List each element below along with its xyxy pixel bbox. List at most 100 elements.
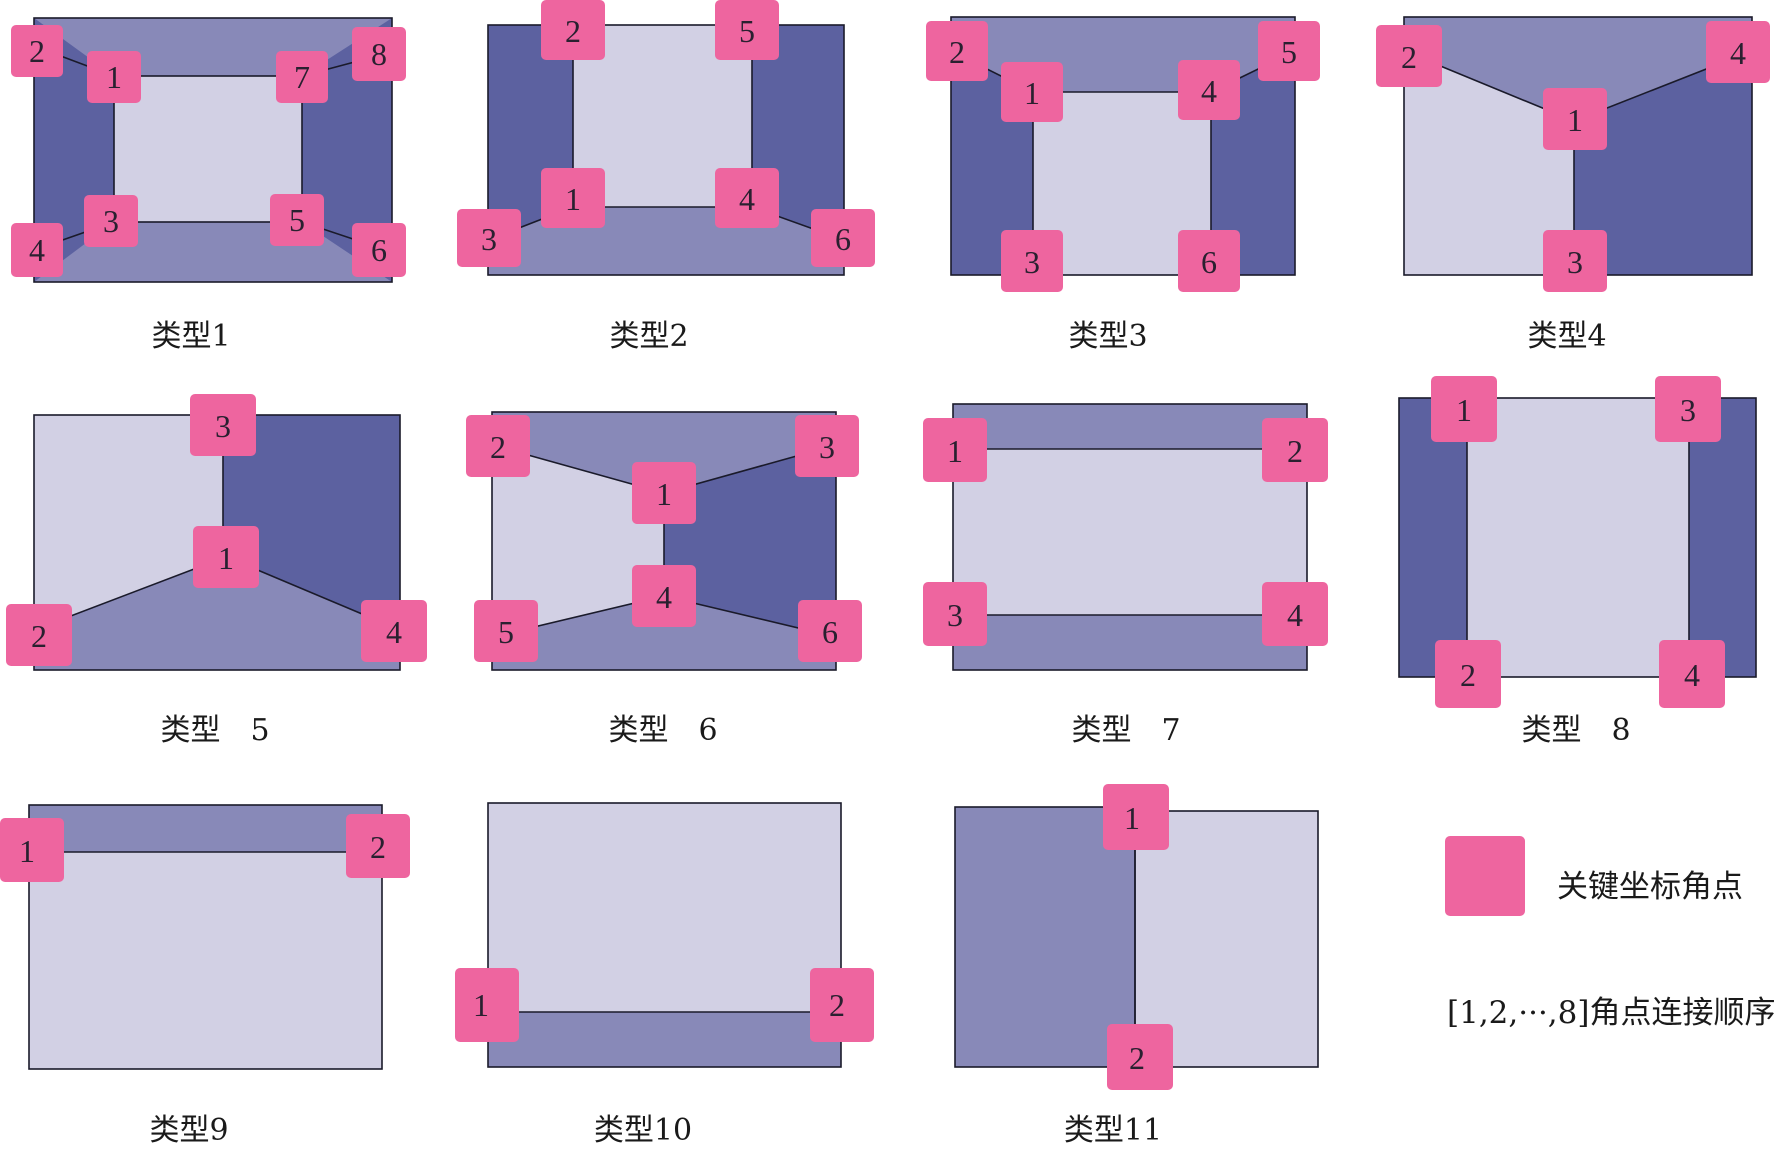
svg-text:6: 6 <box>822 614 838 650</box>
corner-marker: 1 <box>541 168 605 228</box>
svg-text:5: 5 <box>1281 34 1297 70</box>
diagram-caption: 类型 6 <box>608 713 717 748</box>
svg-text:2: 2 <box>1287 433 1303 469</box>
corner-marker: 1 <box>87 51 141 103</box>
svg-text:2: 2 <box>370 829 386 865</box>
svg-text:3: 3 <box>1567 244 1583 280</box>
corner-marker: 2 <box>1376 25 1442 87</box>
svg-text:3: 3 <box>481 221 497 257</box>
svg-text:1: 1 <box>218 540 234 576</box>
corner-marker: 3 <box>1001 230 1063 292</box>
svg-text:5: 5 <box>739 13 755 49</box>
svg-text:3: 3 <box>947 597 963 633</box>
corner-marker: 4 <box>1262 582 1328 646</box>
corner-marker: 4 <box>715 168 779 228</box>
diagram-type-3: 2 5 1 4 3 6 类型3 <box>926 16 1320 354</box>
corner-marker: 3 <box>457 209 521 267</box>
corner-marker: 2 <box>926 21 988 81</box>
diagram-caption: 类型 8 <box>1521 713 1630 748</box>
corner-marker: 4 <box>1706 21 1770 83</box>
corner-marker: 3 <box>1543 230 1607 292</box>
diagram-type-10: 1 2 类型10 <box>455 802 874 1148</box>
svg-text:2: 2 <box>1129 1040 1145 1076</box>
corner-marker: 6 <box>798 600 862 662</box>
svg-text:1: 1 <box>1456 392 1472 428</box>
diagram-caption: 类型4 <box>1527 319 1606 354</box>
corner-marker: 1 <box>632 462 696 524</box>
svg-text:5: 5 <box>289 202 305 238</box>
corner-marker: 1 <box>923 418 987 482</box>
diagram-type-7: 1 2 3 4 类型 7 <box>923 403 1328 748</box>
diagram-caption: 类型3 <box>1068 319 1147 354</box>
corner-marker: 8 <box>352 27 406 81</box>
svg-text:4: 4 <box>656 579 672 615</box>
corner-marker: 2 <box>346 814 410 878</box>
svg-text:3: 3 <box>819 429 835 465</box>
svg-text:3: 3 <box>215 408 231 444</box>
svg-text:1: 1 <box>1124 800 1140 836</box>
corner-marker: 2 <box>6 604 72 666</box>
svg-text:1: 1 <box>19 833 35 869</box>
corner-marker: 5 <box>270 194 324 246</box>
diagram-type-9: 1 2 类型9 <box>0 804 410 1148</box>
legend-order-label: [1,2,···,8]角点连接顺序 <box>1447 995 1775 1031</box>
corner-marker: 1 <box>1001 62 1063 122</box>
corner-marker: 3 <box>1655 376 1721 442</box>
corner-marker: 4 <box>632 565 696 627</box>
corner-marker: 5 <box>715 0 779 60</box>
legend-marker-swatch <box>1445 836 1525 916</box>
diagram-type-8: 1 3 2 4 类型 8 <box>1398 376 1757 748</box>
diagram-caption: 类型 5 <box>160 713 269 748</box>
corner-marker: 2 <box>11 25 63 77</box>
diagram-type-1: 2 1 7 8 4 3 5 6 类型1 <box>11 17 406 354</box>
corner-marker: 2 <box>810 968 874 1042</box>
corner-marker: 4 <box>361 600 427 662</box>
svg-text:6: 6 <box>371 232 387 268</box>
corner-marker: 2 <box>1262 418 1328 482</box>
svg-text:4: 4 <box>1287 597 1303 633</box>
svg-text:2: 2 <box>1460 657 1476 693</box>
corner-marker: 4 <box>1178 60 1240 120</box>
corner-marker: 1 <box>1543 88 1607 150</box>
svg-text:4: 4 <box>1201 73 1217 109</box>
legend: 关键坐标角点 [1,2,···,8]角点连接顺序 <box>1445 836 1775 1031</box>
diagram-caption: 类型10 <box>594 1113 692 1148</box>
corner-marker: 6 <box>1178 230 1240 292</box>
corner-marker: 2 <box>541 0 605 60</box>
corner-marker: 1 <box>1431 376 1497 442</box>
svg-text:8: 8 <box>371 36 387 72</box>
svg-text:3: 3 <box>1024 244 1040 280</box>
diagram-type-2: 2 5 1 4 3 6 类型2 <box>457 0 875 354</box>
svg-text:3: 3 <box>1680 392 1696 428</box>
corner-marker: 1 <box>0 818 64 882</box>
svg-text:2: 2 <box>490 429 506 465</box>
svg-text:5: 5 <box>498 614 514 650</box>
svg-text:4: 4 <box>1684 657 1700 693</box>
svg-text:2: 2 <box>31 618 47 654</box>
corner-marker: 5 <box>1258 21 1320 81</box>
diagram-type-6: 2 3 1 4 5 6 类型 6 <box>466 411 862 748</box>
corner-marker: 2 <box>1107 1024 1173 1090</box>
diagram-caption: 类型 7 <box>1071 713 1180 748</box>
corner-marker: 4 <box>1659 640 1725 708</box>
corner-marker: 3 <box>190 394 256 456</box>
corner-marker: 5 <box>474 600 538 662</box>
corner-marker: 4 <box>11 223 63 277</box>
svg-text:4: 4 <box>739 181 755 217</box>
diagram-caption: 类型1 <box>151 319 230 354</box>
corner-marker: 2 <box>466 415 530 477</box>
diagram-caption: 类型2 <box>609 319 688 354</box>
svg-text:2: 2 <box>1401 39 1417 75</box>
svg-text:7: 7 <box>294 59 310 95</box>
svg-text:6: 6 <box>1201 244 1217 280</box>
diagram-type-11: 1 2 类型11 <box>954 784 1319 1148</box>
corner-marker: 7 <box>276 51 328 103</box>
corner-marker: 3 <box>84 195 138 247</box>
svg-text:1: 1 <box>565 181 581 217</box>
diagram-caption: 类型9 <box>149 1113 228 1148</box>
corner-marker: 3 <box>923 582 987 646</box>
corner-marker: 3 <box>795 415 859 477</box>
corner-marker: 1 <box>455 968 519 1042</box>
svg-text:2: 2 <box>29 33 45 69</box>
